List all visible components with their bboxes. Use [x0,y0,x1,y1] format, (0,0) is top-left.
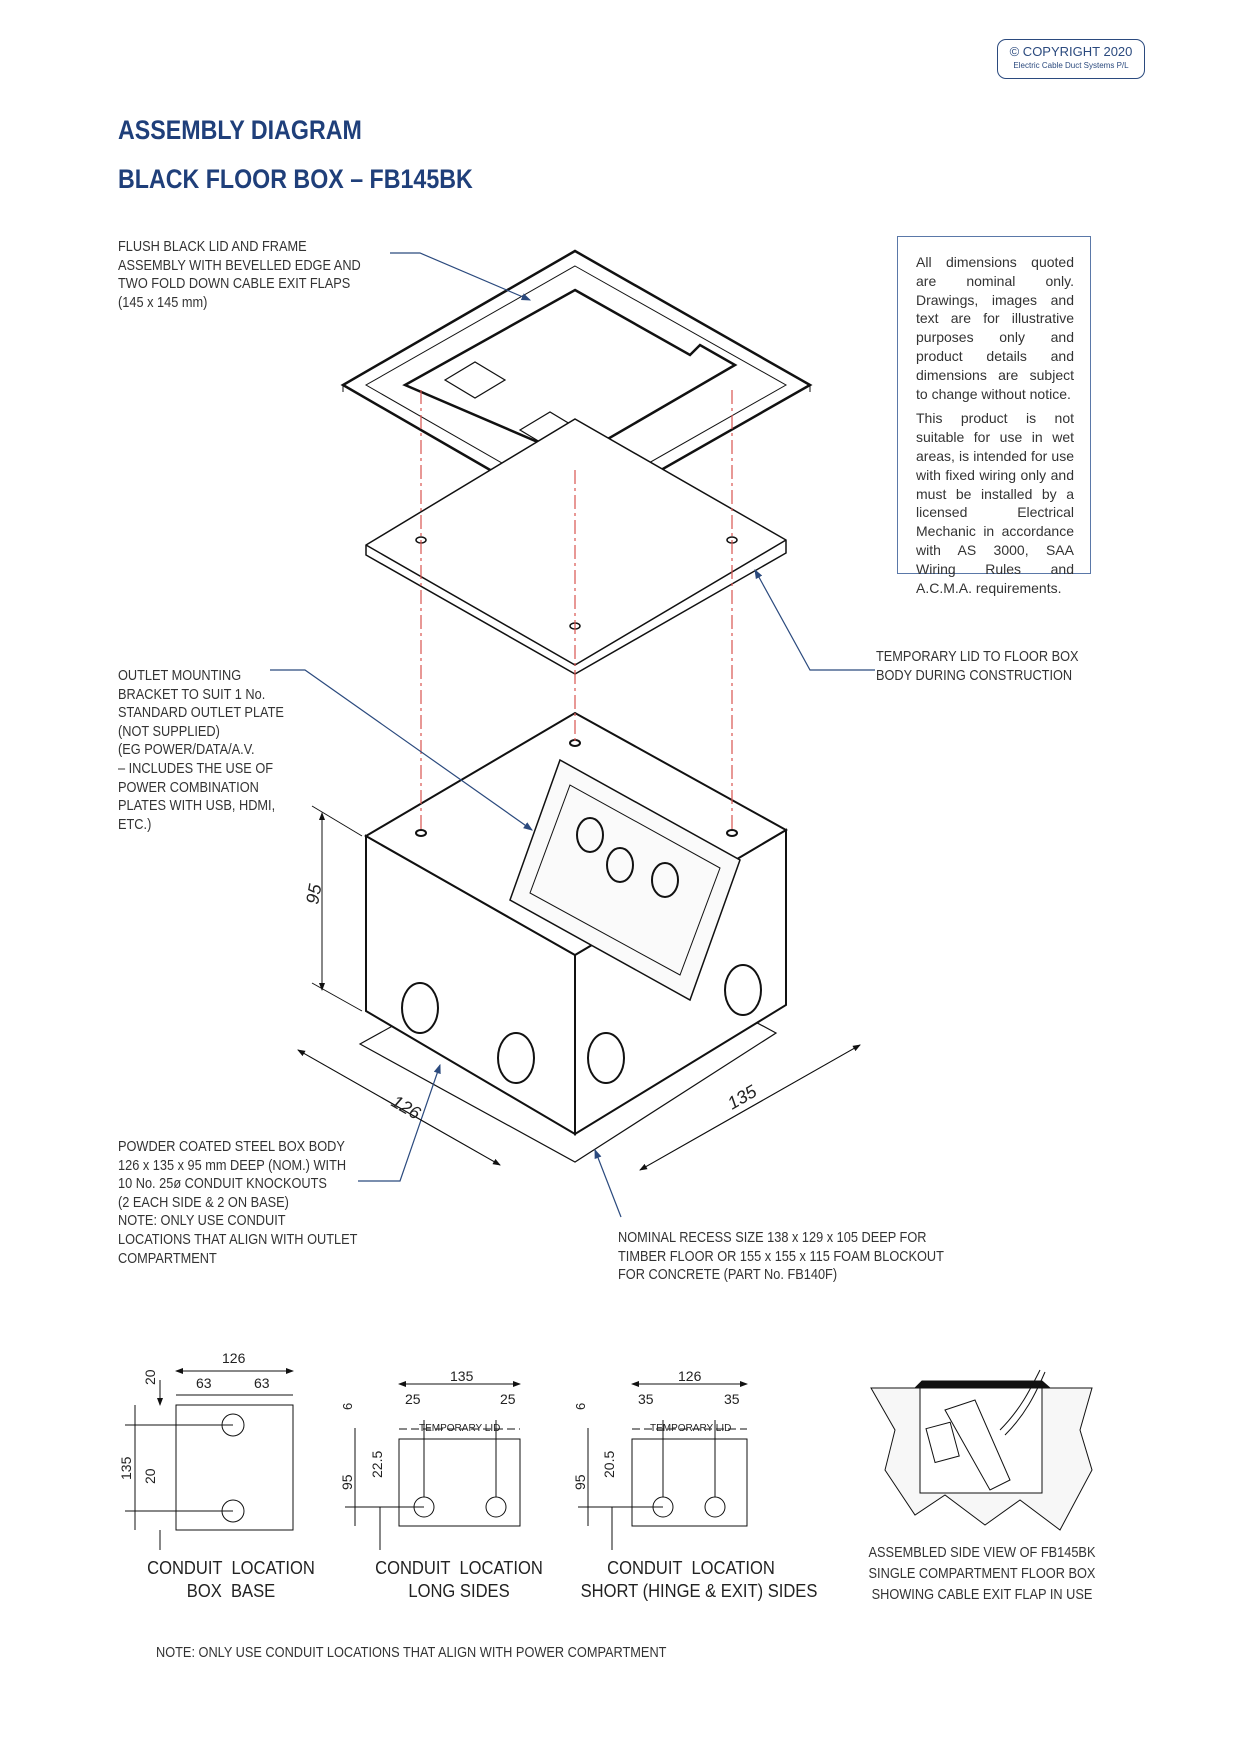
caption-long-sides: CONDUIT LOCATION LONG SIDES [375,1558,543,1601]
dim-depth: 135 [724,1081,761,1114]
callout-bracket: OUTLET MOUNTING BRACKET TO SUIT 1 No. ST… [118,668,284,833]
page-subtitle: BLACK FLOOR BOX – FB145BK [118,164,473,194]
short-dim-h: 95 [572,1474,588,1490]
copyright-line2: Electric Cable Duct Systems P/L [1013,61,1129,70]
page-title: ASSEMBLY DIAGRAM [118,115,362,145]
caption-side-view: ASSEMBLED SIDE VIEW OF FB145BK SINGLE CO… [868,1545,1096,1603]
callout-lid: FLUSH BLACK LID AND FRAME ASSEMBLY WITH … [118,239,361,311]
alignment-centerlines [420,390,733,833]
box-body [358,711,789,1163]
disclaimer-p1: All dimensions quoted are nominal only. … [916,254,1074,402]
long-dim-h: 95 [339,1474,355,1490]
temporary-lid [365,418,787,675]
short-dim-c: 20.5 [601,1451,617,1478]
long-dim-r: 25 [500,1391,516,1407]
base-dim-bottom: 20 [142,1468,158,1484]
short-dim-r: 35 [724,1391,740,1407]
disclaimer-box: All dimensions quoted are nominal only. … [897,236,1091,596]
copyright-badge: © COPYRIGHT 2020 Electric Cable Duct Sys… [997,39,1145,79]
detail-long-sides [345,1381,521,1550]
detail-box-base [125,1368,294,1550]
long-dim-lid: 6 [340,1403,355,1410]
long-temp-lid: TEMPORARY LID [419,1423,500,1434]
leader-lines [270,252,875,1218]
callout-temp-lid: TEMPORARY LID TO FLOOR BOX BODY DURING C… [876,649,1079,684]
long-dim-c: 22.5 [369,1451,385,1478]
dim-height: 95 [302,882,325,906]
caption-box-base: CONDUIT LOCATION BOX BASE [147,1558,315,1601]
callout-body: POWDER COATED STEEL BOX BODY 126 x 135 x… [118,1139,358,1267]
long-dim-w: 135 [450,1368,474,1384]
disclaimer-p2: This product is not suitable for use in … [916,410,1074,596]
short-dim-w: 126 [678,1368,702,1384]
callout-recess: NOMINAL RECESS SIZE 138 x 129 x 105 DEEP… [618,1230,944,1284]
copyright-line1: © COPYRIGHT 2020 [1009,44,1133,59]
base-dim-w: 126 [222,1350,246,1366]
base-dim-half-l: 63 [196,1375,212,1391]
detail-short-sides [578,1381,748,1550]
base-dim-top: 20 [142,1369,158,1385]
short-dim-lid: 6 [573,1403,588,1410]
caption-short-sides: CONDUIT LOCATION SHORT (HINGE & EXIT) SI… [580,1558,818,1601]
assembled-side-view [870,1369,1093,1531]
short-dim-l: 35 [638,1391,654,1407]
short-temp-lid: TEMPORARY LID [650,1423,731,1434]
base-dim-half-r: 63 [254,1375,270,1391]
base-dim-h: 135 [118,1456,134,1480]
main-dimensions [297,805,861,1171]
long-dim-l: 25 [405,1391,421,1407]
footer-note: NOTE: ONLY USE CONDUIT LOCATIONS THAT AL… [156,1645,667,1661]
